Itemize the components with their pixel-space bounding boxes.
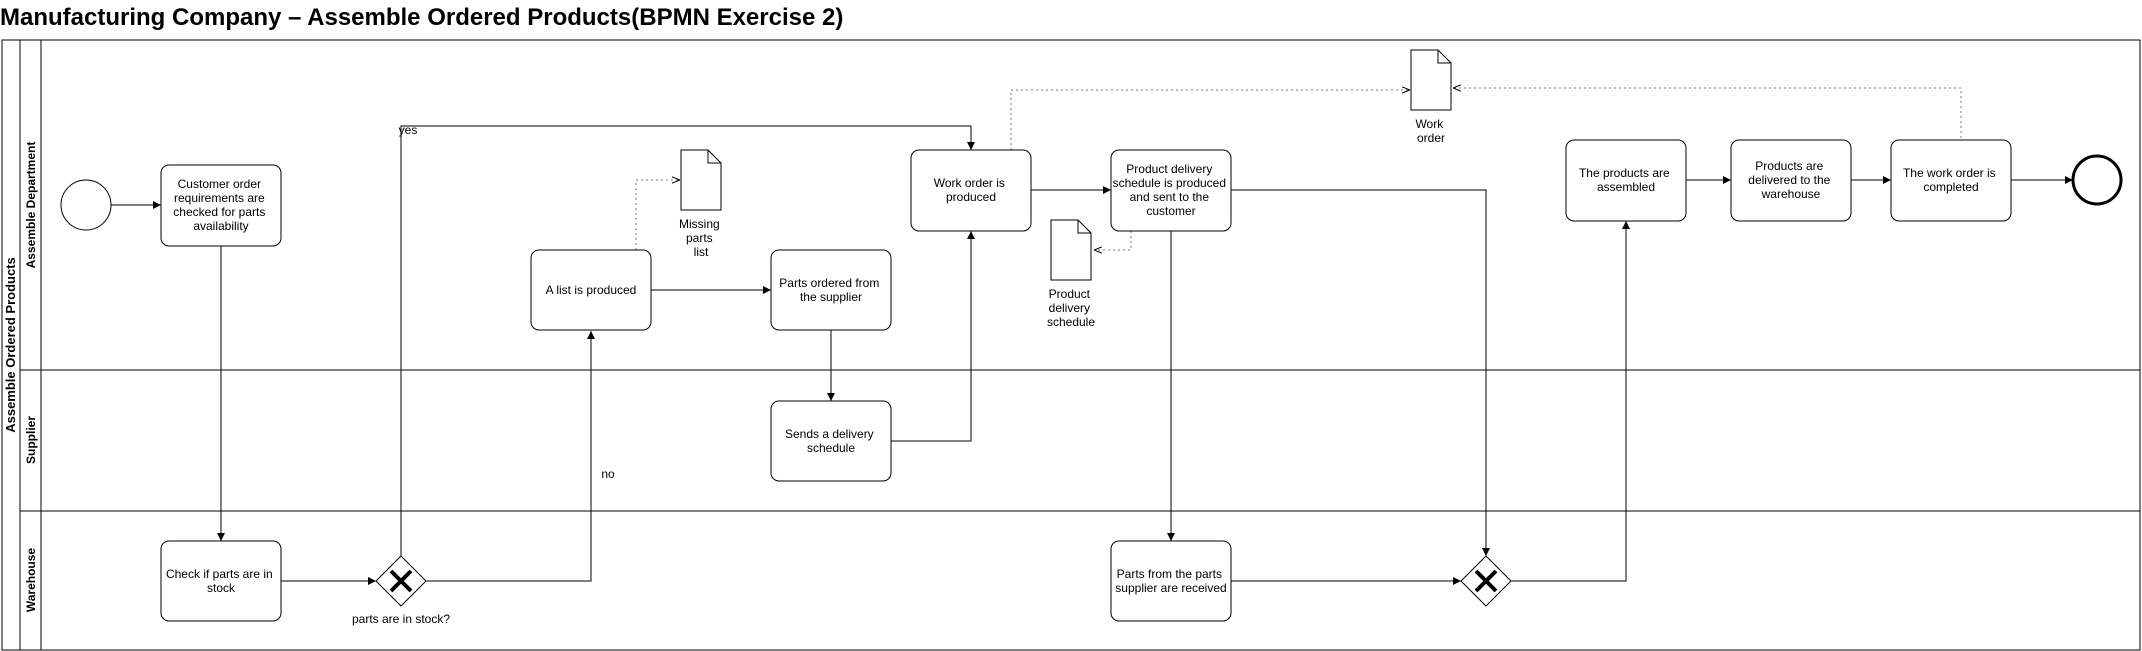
task-delivery-schedule [770, 400, 892, 482]
missing-parts-label: Missing parts list [679, 217, 723, 259]
gateway-in-stock-label: parts are in stock? [352, 612, 450, 626]
task-parts-ordered-label: Parts ordered from the supplier [779, 276, 882, 304]
task-assembled [1565, 139, 1687, 222]
pool-label: Assemble Ordered Products [3, 257, 18, 433]
flow-gateway-yes [400, 125, 975, 556]
assoc-workorder-to-doc [1010, 90, 1410, 150]
page-title: Manufacturing Company – Assemble Ordered… [0, 4, 844, 31]
product-schedule-doc-label: Product delivery schedule [1047, 287, 1095, 329]
flow-schedule-to-workorder [891, 231, 975, 442]
missing-parts-doc-icon [680, 149, 722, 211]
task-delivery-schedule-label: Sends a delivery schedule [785, 427, 877, 455]
task-work-order [910, 149, 1032, 232]
task-list-produced-label: A list is produced [546, 283, 637, 297]
task-check-stock-label: Check if parts are in stock [166, 567, 276, 595]
assoc-list-to-missing [635, 180, 680, 250]
task-completed-label: The work order is completed [1903, 166, 1999, 194]
lane-label-assemble: Assemble Department [24, 142, 38, 269]
task-check-requirements [160, 164, 282, 247]
start-event [60, 179, 112, 231]
flow-no-label: no [601, 467, 615, 481]
task-parts-received-label: Parts from the parts supplier are receiv… [1115, 567, 1226, 595]
flow-yes-label: yes [399, 123, 418, 137]
task-completed [1890, 139, 2012, 222]
task-delivered-label: Products are delivered to the warehouse [1748, 159, 1833, 201]
task-delivered [1730, 139, 1852, 222]
work-order-doc-icon [1410, 49, 1452, 111]
gateway-in-stock [375, 555, 427, 607]
data-associations [635, 88, 1962, 250]
task-check-requirements-label: Customer order requirements are checked … [173, 177, 268, 233]
task-work-order-label: Work order is produced [934, 176, 1008, 204]
end-event [2071, 154, 2123, 206]
task-parts-ordered [770, 249, 892, 331]
flow-gateway2-to-assembled [1511, 221, 1630, 582]
task-parts-received [1110, 540, 1232, 622]
lane-label-supplier: Supplier [24, 416, 38, 464]
task-list-produced [530, 249, 652, 331]
task-product-schedule-label: Product delivery schedule is produced an… [1113, 162, 1230, 218]
flow-gateway-no [426, 331, 595, 582]
product-schedule-doc-icon [1050, 219, 1092, 281]
assoc-completed-to-doc [1453, 88, 1962, 138]
assoc-product-to-schedule-doc [1094, 231, 1132, 250]
work-order-doc-label: Work order [1415, 117, 1446, 145]
task-check-stock [160, 540, 282, 622]
task-product-schedule [1110, 149, 1232, 232]
sequence-flows [111, 125, 2073, 585]
pool [1, 39, 2141, 651]
flow-product-to-gateway2 [1231, 189, 1490, 556]
lane-label-warehouse: Warehouse [24, 548, 38, 613]
gateway-merge [1460, 555, 1512, 607]
task-assembled-label: The products are assembled [1579, 166, 1673, 194]
